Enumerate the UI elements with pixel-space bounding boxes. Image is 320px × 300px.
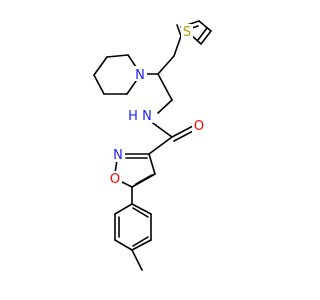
carbonyl-oxygen-label: O bbox=[194, 119, 204, 134]
bond bbox=[198, 20, 212, 32]
bond bbox=[93, 74, 105, 95]
bond bbox=[114, 239, 133, 251]
bond-lines bbox=[93, 20, 212, 271]
bond bbox=[114, 159, 118, 174]
bond bbox=[106, 54, 129, 58]
molecule-diagram: S N N H O N O bbox=[93, 20, 212, 271]
bond bbox=[131, 239, 152, 251]
bond bbox=[131, 203, 152, 215]
label-background bbox=[140, 108, 153, 123]
isoxazole-nitrogen-label: N bbox=[113, 148, 123, 163]
bond bbox=[173, 35, 182, 57]
bond bbox=[173, 129, 196, 142]
bond bbox=[131, 249, 143, 271]
label-background bbox=[112, 147, 125, 162]
thiophene-sulfur-label: S bbox=[183, 25, 191, 40]
amide-hydrogen-label: H bbox=[128, 109, 138, 124]
label-background bbox=[181, 24, 193, 39]
bond bbox=[157, 99, 173, 114]
bond bbox=[148, 153, 156, 175]
piperidine-nitrogen-label: N bbox=[135, 68, 145, 83]
bond bbox=[132, 207, 149, 218]
bond bbox=[127, 54, 137, 68]
bond bbox=[114, 203, 133, 215]
label-background bbox=[134, 66, 147, 81]
label-background bbox=[127, 108, 139, 123]
bond bbox=[171, 125, 194, 138]
amide-nitrogen-label: N bbox=[142, 109, 152, 124]
atom-labels: S N N H O N O bbox=[108, 24, 206, 187]
bond bbox=[197, 27, 208, 41]
bond bbox=[148, 136, 173, 155]
bond bbox=[176, 24, 182, 37]
bond bbox=[157, 73, 173, 101]
bond bbox=[132, 236, 149, 247]
bond bbox=[121, 181, 133, 188]
bond bbox=[157, 55, 175, 75]
label-background bbox=[192, 118, 206, 133]
bond bbox=[149, 120, 173, 138]
label-background bbox=[108, 171, 122, 186]
bond bbox=[135, 174, 153, 185]
bond bbox=[93, 56, 108, 76]
bond bbox=[200, 30, 212, 45]
isoxazole-oxygen-label: O bbox=[110, 172, 120, 187]
bond bbox=[126, 80, 137, 95]
